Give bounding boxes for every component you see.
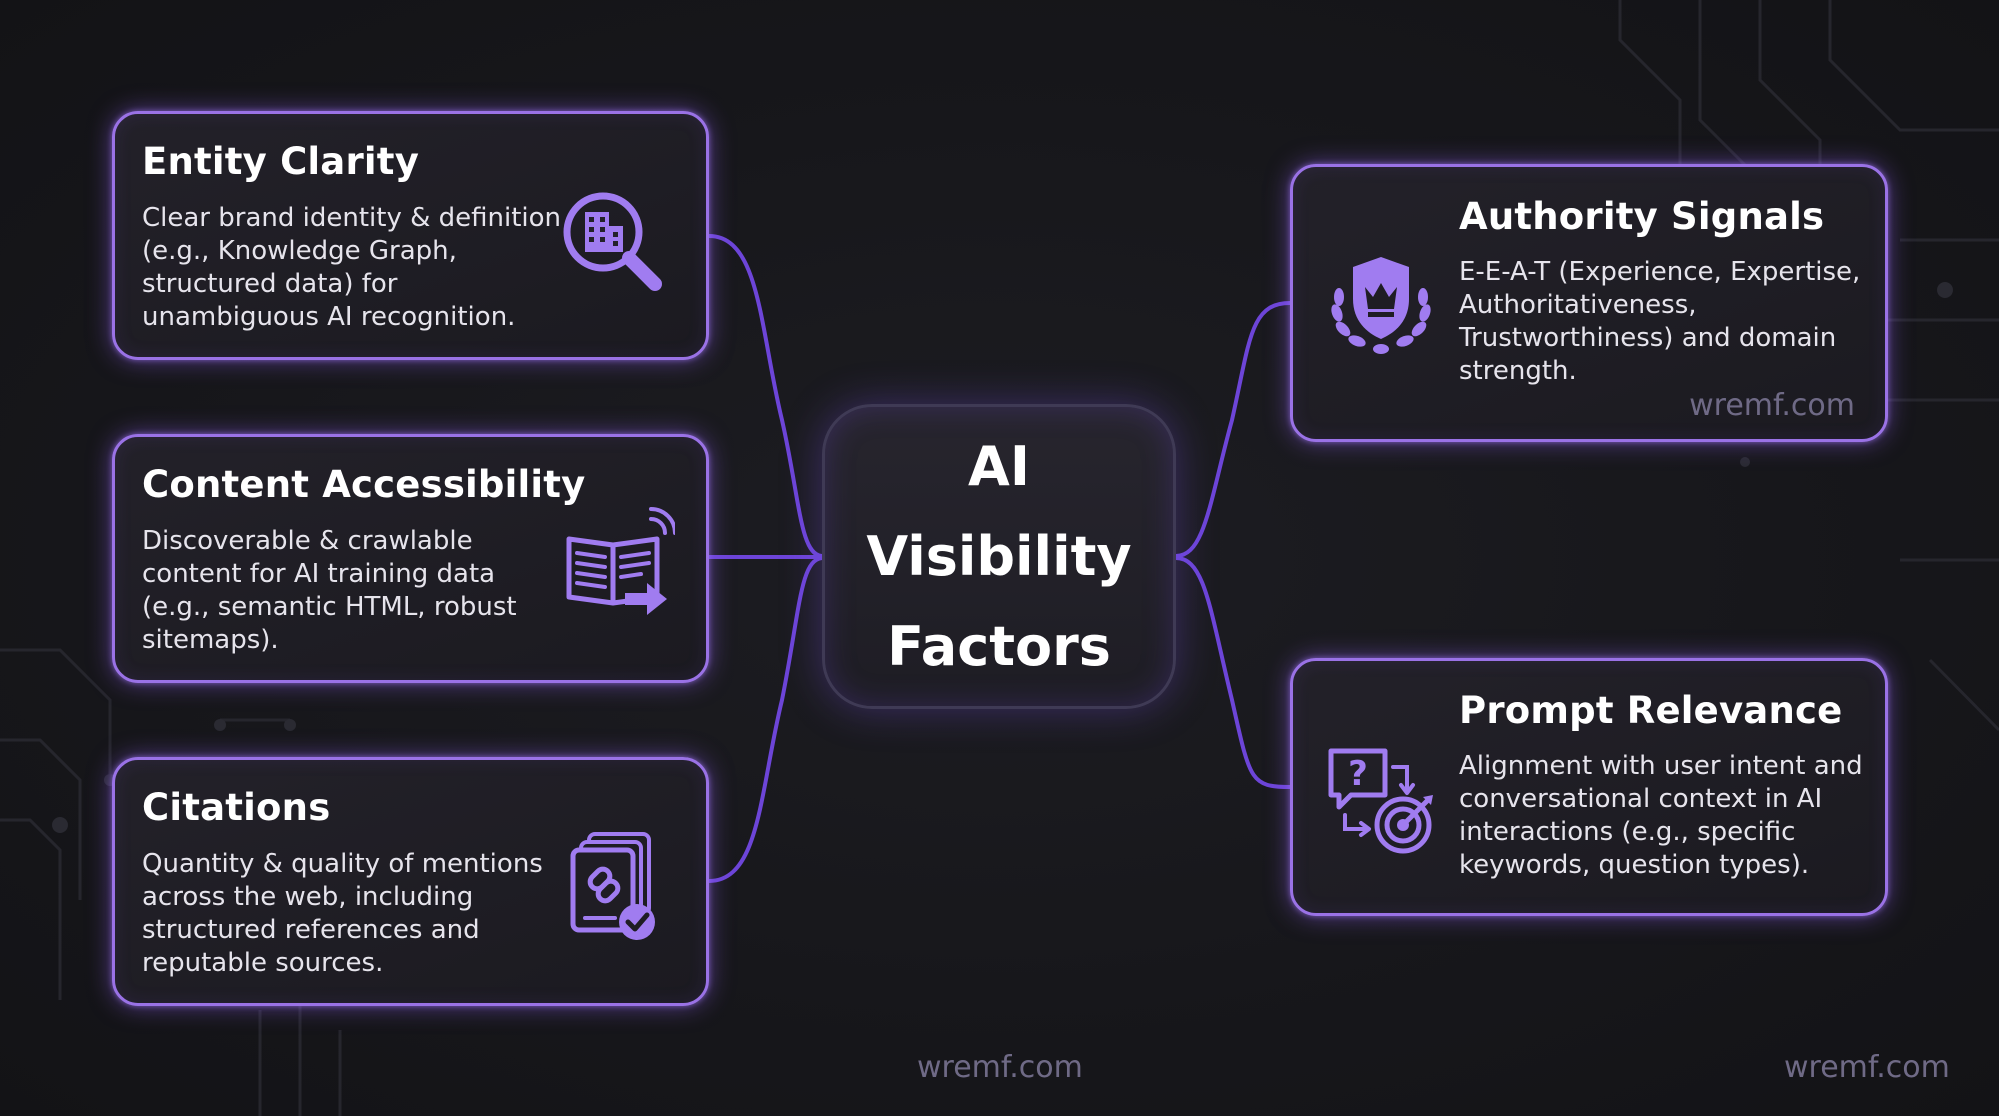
- prompt-relevance-card: Prompt Relevance Alignment with user int…: [1290, 658, 1888, 916]
- watermark-bottom-center: wremf.com: [917, 1050, 1083, 1085]
- linked-documents-check-icon: [555, 830, 675, 950]
- entity-clarity-title: Entity Clarity: [142, 140, 420, 183]
- question-target-icon: ?: [1323, 741, 1439, 857]
- prompt-relevance-title: Prompt Relevance: [1459, 689, 1843, 732]
- card-watermark: wremf.com: [1689, 388, 1855, 423]
- connector-citations: [707, 556, 824, 883]
- shield-crown-laurel-icon: [1323, 247, 1439, 363]
- building-search-icon: [555, 184, 675, 304]
- connector-entity: [707, 234, 824, 558]
- citations-title: Citations: [142, 786, 331, 829]
- content-accessibility-description: Discoverable & crawlable content for AI …: [142, 526, 517, 655]
- content-accessibility-card: Content Accessibility Discoverable & cra…: [112, 434, 709, 683]
- entity-clarity-card: Entity Clarity Clear brand identity & de…: [112, 111, 709, 360]
- prompt-relevance-description: Alignment with user intent and conversat…: [1459, 751, 1863, 880]
- entity-clarity-description: Clear brand identity & definition (e.g.,…: [142, 203, 562, 332]
- svg-text:?: ?: [1348, 754, 1368, 794]
- authority-signals-title: Authority Signals: [1459, 195, 1825, 238]
- center-title: AI Visibility Factors: [866, 434, 1132, 678]
- center-node: AI Visibility Factors: [822, 404, 1176, 709]
- open-book-broadcast-icon: [555, 507, 677, 627]
- citations-card: Citations Quantity & quality of mentions…: [112, 757, 709, 1006]
- connector-authority: [1174, 301, 1292, 558]
- authority-signals-description: E-E-A-T (Experience, Expertise, Authorit…: [1459, 257, 1861, 386]
- connector-prompt: [1174, 556, 1292, 789]
- authority-signals-card: Authority Signals E-E-A-T (Experience, E…: [1290, 164, 1888, 442]
- watermark-bottom-right: wremf.com: [1784, 1050, 1950, 1085]
- citations-description: Quantity & quality of mentions across th…: [142, 849, 543, 978]
- content-accessibility-title: Content Accessibility: [142, 463, 586, 506]
